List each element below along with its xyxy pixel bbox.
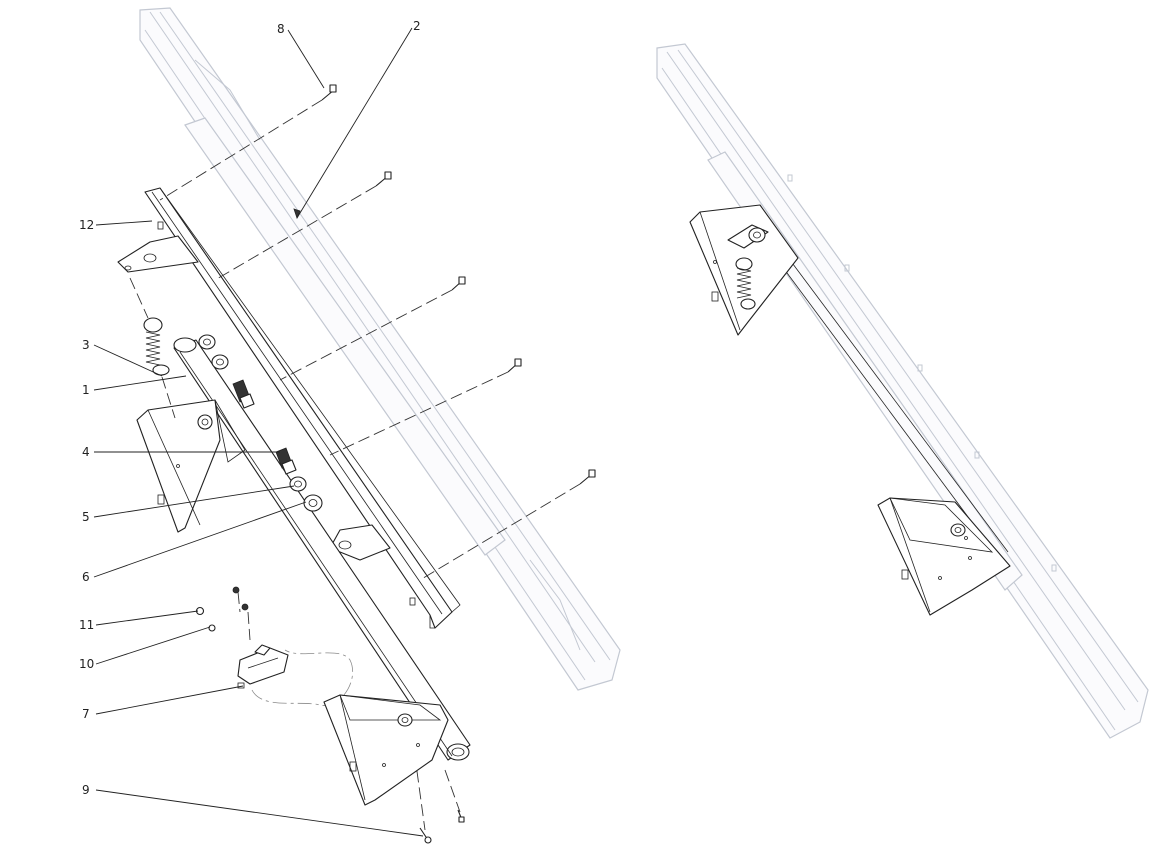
assembled-channel	[769, 249, 1001, 561]
callout-6: 6	[82, 570, 90, 584]
exploded-view: 8 2 12 3 1 4 5 6 11 10 7 9	[79, 7, 621, 844]
assembled-upper-plate	[689, 204, 799, 336]
callout-3: 3	[82, 338, 90, 352]
callout-10: 10	[79, 657, 94, 671]
screws	[321, 84, 596, 485]
spring	[143, 317, 170, 376]
bolts	[232, 379, 297, 475]
assembly-lines	[129, 99, 581, 831]
callout-12: 12	[79, 218, 94, 232]
callout-9: 9	[82, 783, 90, 797]
callout-8: 8	[277, 22, 285, 36]
callout-labels: 8 2 12 3 1 4 5 6 11 10 7 9	[79, 19, 421, 797]
clip	[237, 644, 289, 689]
phantom-path	[251, 649, 353, 706]
callout-2: 2	[413, 19, 421, 33]
upper-bracket-tab	[117, 235, 199, 273]
lower-mount-plate	[323, 694, 449, 806]
callout-1: 1	[82, 383, 90, 397]
callout-5: 5	[82, 510, 90, 524]
lower-bracket-tab	[329, 524, 391, 561]
rail-ghost	[139, 7, 621, 691]
nuts	[195, 586, 249, 632]
assembled-lower-plate	[877, 497, 1011, 616]
bushings	[198, 334, 323, 512]
assembled-view	[656, 43, 1149, 739]
bottom-screws	[419, 809, 465, 844]
callout-7: 7	[82, 707, 90, 721]
upper-mount-plate	[136, 399, 246, 533]
callout-4: 4	[82, 445, 90, 459]
assembled-rail-ghost	[656, 43, 1149, 739]
leader-lines	[93, 27, 424, 837]
main-tube	[173, 337, 471, 761]
assembled-channel-edge	[777, 243, 1009, 553]
callout-11: 11	[79, 618, 94, 632]
